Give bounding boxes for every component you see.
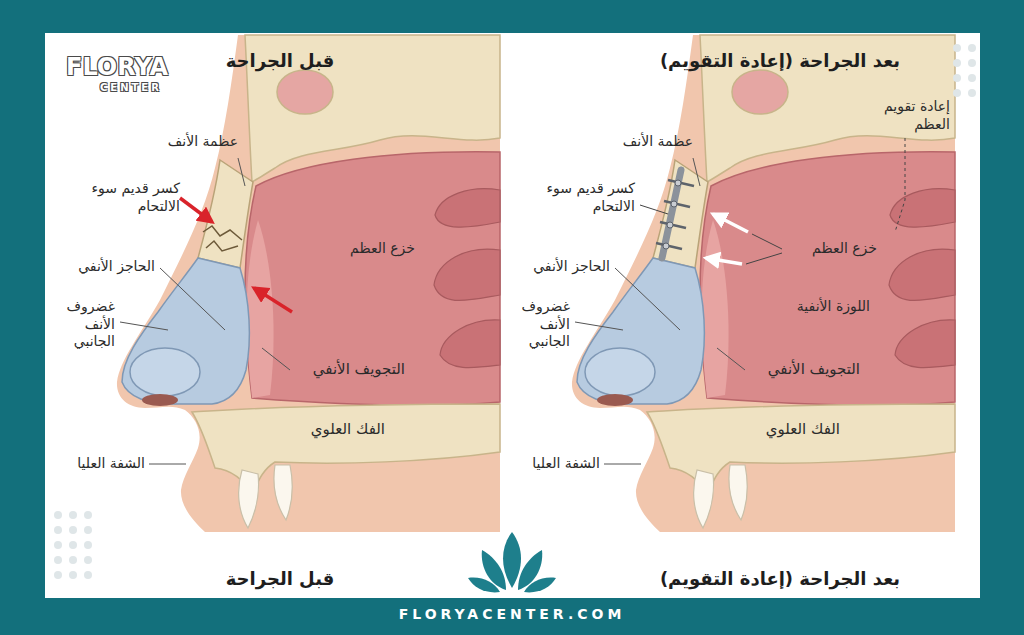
decor-dots bbox=[54, 44, 976, 579]
anatomy-label: خزع العظم bbox=[320, 240, 415, 258]
fracture-lines bbox=[203, 226, 242, 251]
after-panel bbox=[572, 35, 955, 532]
anatomy-label: الشفة العليا bbox=[50, 455, 145, 473]
leader-lines bbox=[640, 138, 905, 264]
panel-title: بعد الجراحة (إعادة التقويم) bbox=[615, 50, 945, 73]
anatomy-label: التجويف الأنفي bbox=[285, 360, 405, 379]
anatomy-label: الحاجز الأنفي bbox=[50, 258, 155, 276]
anatomy-label: الفك العلوي bbox=[285, 420, 385, 439]
anatomy-label: الحاجز الأنفي bbox=[505, 258, 610, 276]
panel-title: قبل الجراحة bbox=[210, 568, 350, 591]
anatomy-label: عظمة الأنف bbox=[595, 133, 693, 151]
panel-title: قبل الجراحة bbox=[210, 50, 350, 73]
red-arrows bbox=[180, 198, 292, 312]
anatomy-label: اللوزة الأنفية bbox=[765, 298, 870, 316]
logo-subtext: CENTER bbox=[100, 82, 200, 95]
fixation-plate bbox=[656, 170, 694, 258]
panel-title: بعد الجراحة (إعادة التقويم) bbox=[615, 568, 945, 591]
logo-leaf bbox=[468, 532, 556, 592]
anatomy-label: كسر قديم سوء الالتحام bbox=[510, 180, 635, 215]
website-url: FLORYACENTER.COM bbox=[0, 606, 1024, 624]
logo-text: FLORYA bbox=[66, 52, 206, 82]
anatomy-label: التجويف الأنفي bbox=[740, 360, 860, 379]
white-arrows bbox=[706, 214, 748, 264]
before-panel bbox=[117, 35, 500, 532]
anatomy-label: خزع العظم bbox=[785, 240, 877, 258]
anatomy-label: الفك العلوي bbox=[740, 420, 840, 439]
anatomy-label: غضروف الأنف الجانبي bbox=[505, 298, 570, 351]
anatomy-label: غضروف الأنف الجانبي bbox=[50, 298, 115, 351]
anatomy-label: الشفة العليا bbox=[505, 455, 600, 473]
anatomy-label: إعادة تقويم العظم bbox=[868, 98, 950, 133]
anatomy-label: عظمة الأنف bbox=[140, 133, 238, 151]
anatomy-label: كسر قديم سوء الالتحام bbox=[55, 180, 180, 215]
